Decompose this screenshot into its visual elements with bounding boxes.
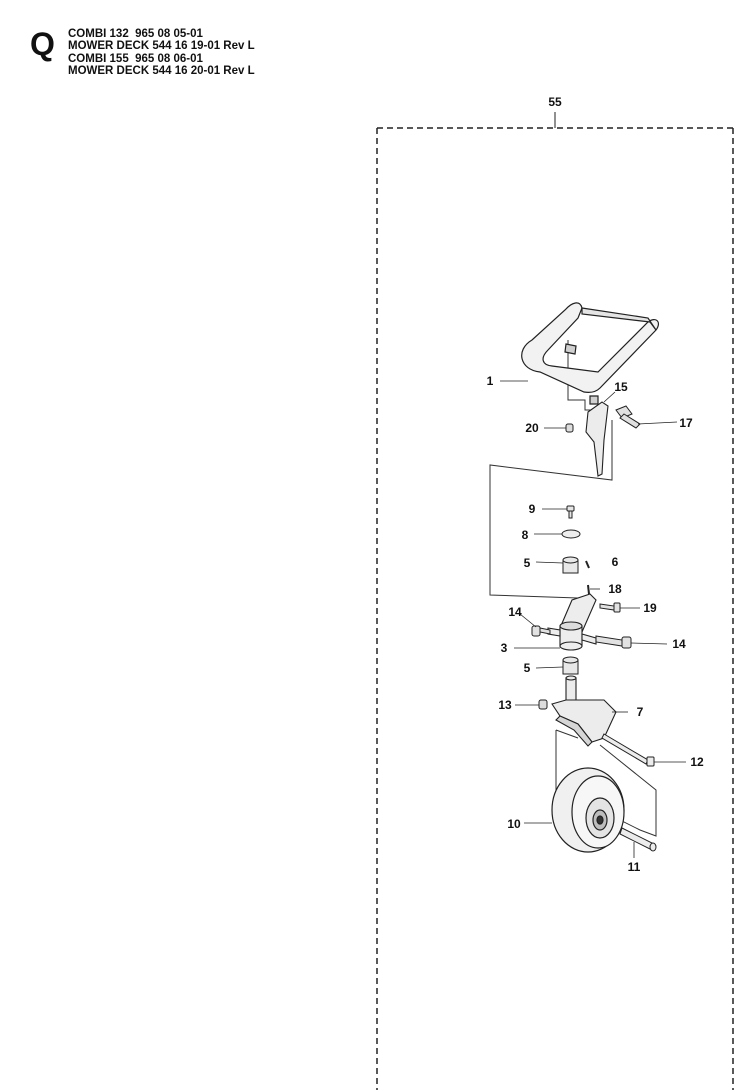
bolt-small-part: [566, 505, 575, 519]
callout-label: 3: [501, 641, 508, 655]
callout-label: 18: [608, 582, 622, 596]
callout-labels: 1 15 17 20 9 8 5 6 18 19 14 3 14 5 13 7 …: [487, 374, 704, 874]
callout-label: 8: [522, 528, 529, 542]
callout-label: 5: [524, 661, 531, 675]
model-list: COMBI 132 965 08 05-01 MOWER DECK 544 16…: [68, 28, 255, 77]
callout-label: 12: [690, 755, 704, 769]
model-line: COMBI 155 965 08 06-01: [68, 52, 203, 65]
nut-part: [538, 699, 548, 710]
callout-label: 10: [507, 817, 521, 831]
callout-label: 1: [487, 374, 494, 388]
spacer-part: [619, 827, 657, 852]
washer-part: [561, 529, 581, 539]
callout-label: 11: [628, 860, 641, 874]
wheel-fork-part: [551, 675, 617, 747]
header: Q COMBI 132 965 08 05-01 MOWER DECK 544 …: [30, 28, 255, 77]
bolt-part: [615, 405, 641, 429]
pin-part: [587, 584, 590, 595]
callout-label: 19: [643, 601, 657, 615]
axle-bolt-part: [601, 733, 655, 767]
callout-label: 20: [525, 421, 539, 435]
callout-label: 5: [524, 556, 531, 570]
callout-label: 7: [637, 705, 644, 719]
pin-part: [585, 560, 590, 569]
callout-label: 14: [508, 605, 522, 619]
bolt-part: [595, 635, 632, 649]
callout-label: 17: [679, 416, 693, 430]
callout-label: 15: [614, 380, 628, 394]
lever-plate-part: [585, 401, 609, 477]
callout-label: 13: [498, 698, 512, 712]
callout-label: 9: [529, 502, 536, 516]
leader-lines: [500, 380, 686, 858]
callout-label: 14: [672, 637, 686, 651]
group-frame: [376, 127, 734, 1090]
bolt-part: [599, 602, 621, 613]
model-line: COMBI 132 965 08 05-01: [68, 28, 203, 40]
section-letter: Q: [30, 26, 55, 62]
callout-label: 6: [612, 555, 619, 569]
group-label: 55: [548, 95, 562, 109]
model-line: MOWER DECK 544 16 19-01 Rev L: [68, 40, 255, 53]
bolt-part: [531, 625, 551, 637]
nut-part: [565, 423, 574, 433]
bushing-part: [562, 656, 579, 675]
model-line: MOWER DECK 544 16 20-01 Rev L: [68, 64, 255, 77]
bushing-part: [562, 556, 579, 574]
wheel-part: [551, 767, 625, 853]
handle-frame-part: [521, 302, 660, 405]
fork-bracket-part: [547, 593, 597, 651]
